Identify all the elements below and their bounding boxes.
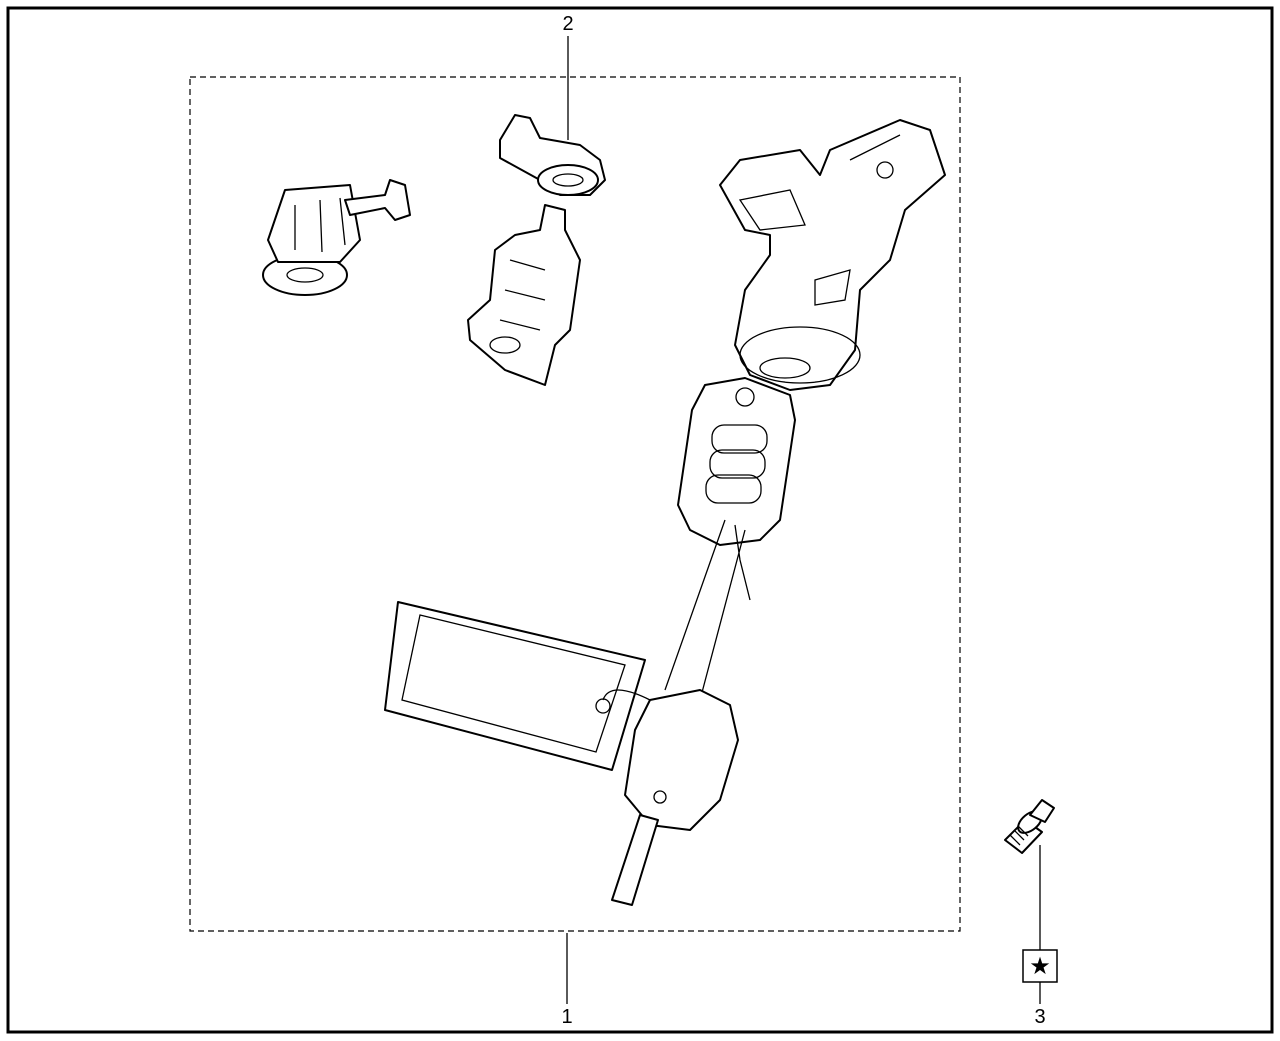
door-lock-cylinder: [262, 179, 411, 296]
steering-column-lock: [719, 119, 946, 391]
frame-border: [6, 6, 1274, 1034]
star-symbol-icon: ★: [1029, 953, 1051, 980]
tailgate-lock-cylinder: [467, 204, 581, 386]
callout-2: 2: [562, 13, 574, 35]
kit-boundary: [189, 76, 961, 932]
flip-key-remote: [664, 377, 796, 701]
callout-1: 1: [561, 1006, 573, 1028]
shear-bolt: [1004, 799, 1055, 854]
callout-3: 3: [1034, 1006, 1046, 1028]
lock-lever: [499, 114, 606, 196]
key-tag: [384, 601, 681, 771]
symbol-box: [1022, 949, 1058, 983]
transponder-key: [611, 689, 739, 906]
